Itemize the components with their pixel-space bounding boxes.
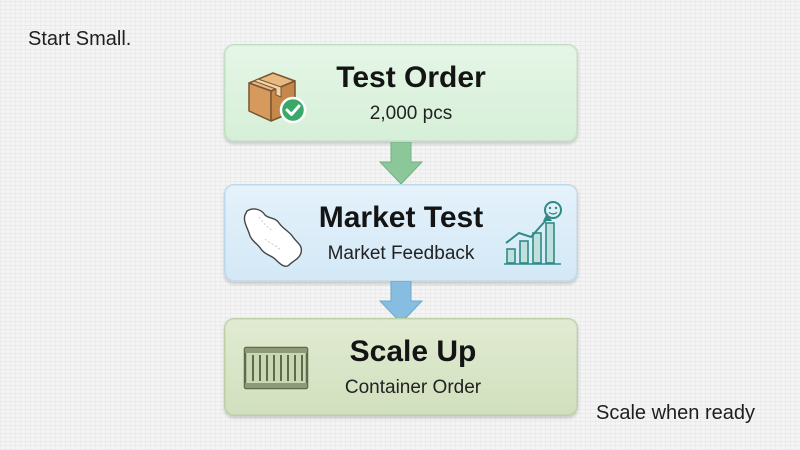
step-test-order: Test Order 2,000 pcs	[224, 44, 578, 142]
arrow-down-icon	[378, 142, 424, 185]
map-icon	[243, 208, 303, 268]
step-title: Market Test	[318, 201, 484, 234]
package-check-icon	[248, 72, 307, 124]
step-subtitle: Market Feedback	[327, 243, 475, 264]
step-subtitle: Container Order	[344, 377, 482, 398]
tagline-text: Start Small.	[28, 28, 132, 50]
arrow-down-icon	[378, 281, 424, 324]
step-title: Test Order	[336, 61, 486, 94]
step-scale-up: Scale Up Container Order	[224, 318, 578, 416]
shipping-container-icon	[243, 346, 309, 390]
step-subtitle: 2,000 pcs	[369, 103, 453, 124]
step-market-test: Market Test Market Feedback	[224, 184, 578, 282]
growth-chart-icon	[504, 201, 562, 265]
footnote-text: Scale when ready	[596, 402, 755, 424]
step-title: Scale Up	[349, 335, 477, 368]
